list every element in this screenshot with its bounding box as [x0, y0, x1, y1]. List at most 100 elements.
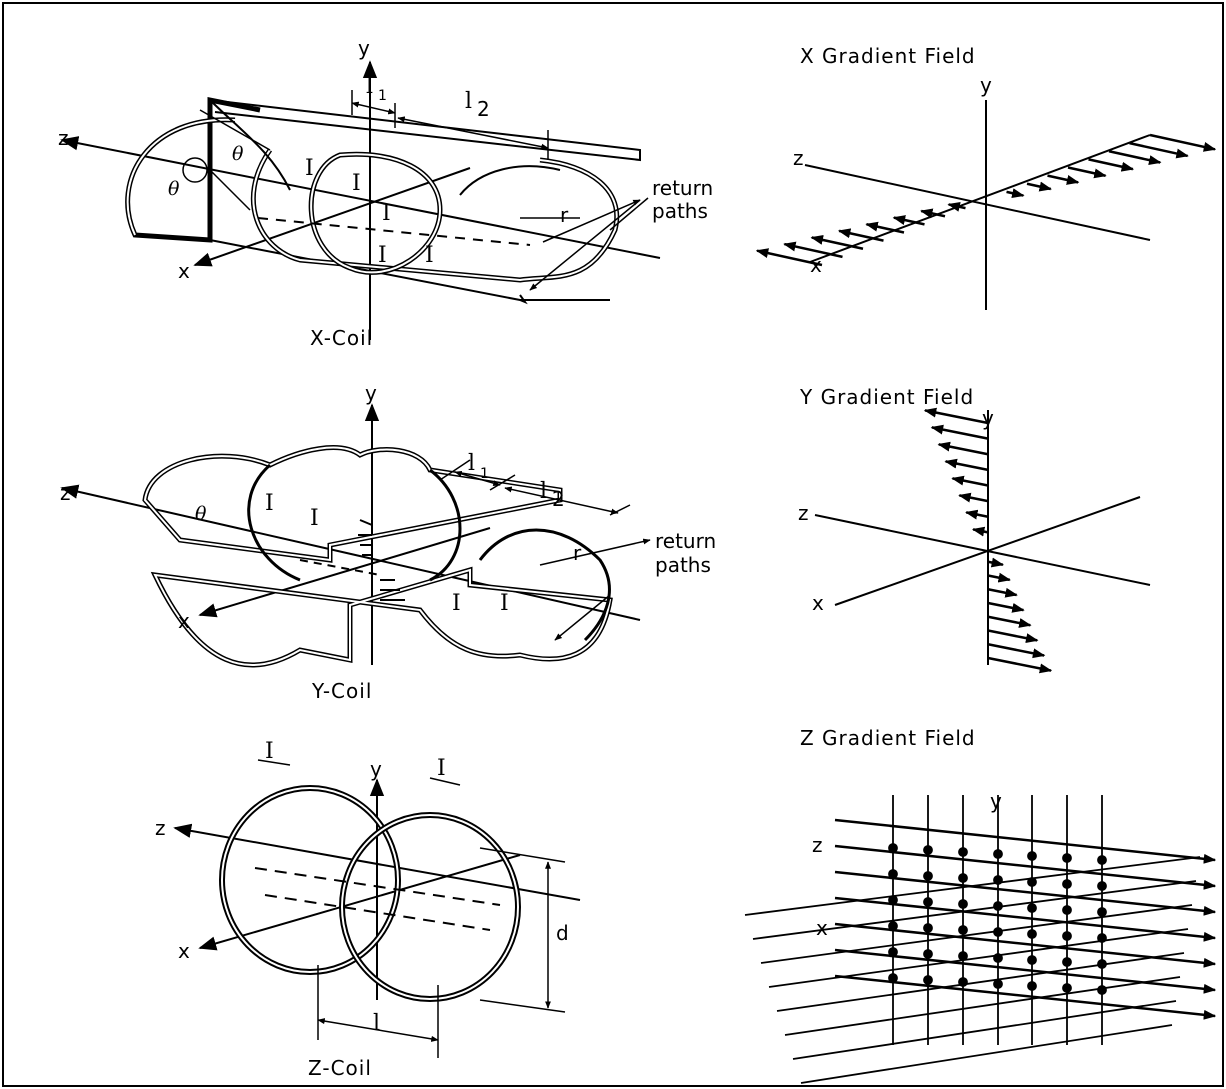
z-coil-d-label: d: [556, 921, 569, 945]
x-coil-theta-1: θ: [232, 143, 244, 165]
x-field-arrow: [1006, 188, 1025, 199]
y-field-axis-y-label: y: [982, 406, 994, 430]
y-field-arrow: [987, 643, 1046, 659]
y-field-arrow: [958, 492, 989, 503]
y-coil-r-label: r: [573, 541, 582, 565]
x-coil-l1-sub: 1: [378, 88, 387, 104]
y-coil-return-label-line1: return: [655, 529, 716, 553]
z-field-dot: [1062, 983, 1072, 993]
x-field-arrow: [1088, 158, 1135, 172]
z-field-dot: [1062, 905, 1072, 915]
y-field-arrow: [987, 629, 1039, 644]
z-field-arrow-line: [834, 948, 1217, 994]
z-coil-axis-z-label: z: [155, 816, 166, 840]
x-field-arrow: [810, 235, 864, 250]
z-field-dot: [1062, 957, 1072, 967]
x-field-arrow: [783, 241, 843, 259]
y-coil-current-1: I: [265, 491, 274, 516]
z-field-arrow-line: [834, 818, 1217, 864]
z-field-dot: [923, 949, 933, 959]
x-field-arrow: [892, 215, 925, 226]
z-field-dot: [958, 899, 968, 909]
z-field-grid-line: [800, 1024, 1173, 1084]
x-coil-return-label-line2: paths: [652, 199, 708, 223]
x-field-arrow: [947, 201, 966, 212]
z-coil-caption: Z-Coil: [308, 1056, 372, 1080]
y-field-diagram: [814, 407, 1151, 674]
y-coil-l2-label: l: [540, 479, 547, 504]
z-field-dot: [1097, 933, 1107, 943]
z-field-dot: [888, 869, 898, 879]
z-field-dot: [1097, 855, 1107, 865]
z-field-dot: [993, 927, 1003, 937]
z-field-dot: [1027, 955, 1037, 965]
z-coil-current-right: I: [437, 756, 446, 781]
z-field-dot: [993, 979, 1003, 989]
y-coil-axis-y-label: y: [365, 381, 377, 405]
z-field-dot: [923, 845, 933, 855]
z-coil-x-axis: [198, 854, 521, 951]
z-field-dot: [923, 871, 933, 881]
x-coil-diagram: [60, 60, 661, 340]
y-field-axis-x-label: x: [812, 591, 824, 615]
z-field-dot: [958, 925, 968, 935]
y-coil-z-axis: [60, 484, 641, 621]
x-coil-theta-2: θ: [168, 178, 180, 200]
z-coil-diagram: [173, 759, 581, 1058]
z-field-grid-line: [792, 1000, 1177, 1060]
z-field-dot: [1027, 929, 1037, 939]
z-field-dot: [1027, 851, 1037, 861]
z-coil-l-label: l: [373, 1011, 380, 1036]
x-coil-axis-z-label: z: [58, 126, 69, 150]
z-field-dot: [1062, 853, 1072, 863]
x-coil-x-axis: [193, 167, 471, 267]
y-field-arrow: [987, 601, 1025, 613]
x-coil-l2-label: l: [465, 89, 472, 114]
y-field-arrow: [937, 441, 989, 456]
x-field-title: X Gradient Field: [800, 44, 976, 68]
z-field-axis-x-label: x: [816, 916, 828, 940]
z-field-grid-line: [784, 976, 1181, 1036]
y-coil-caption: Y-Coil: [311, 679, 372, 703]
x-field-arrow: [1149, 133, 1217, 152]
y-coil-l2-sub: 2: [552, 487, 565, 511]
x-coil-current-5: I: [425, 243, 434, 268]
z-field-dot: [888, 921, 898, 931]
x-field-arrow: [1108, 150, 1162, 165]
z-field-dot: [923, 975, 933, 985]
z-coil-labels: y z x I I d l Z-Coil: [155, 739, 569, 1080]
z-field-dot: [993, 953, 1003, 963]
x-field-diagram: [755, 100, 1217, 310]
z-field-dot: [1097, 907, 1107, 917]
y-coil-theta: θ: [195, 503, 207, 525]
x-coil-labels: y z x θ θ l 1 l 2 r return paths I I I I…: [58, 36, 713, 350]
x-field-arrow: [837, 228, 884, 242]
z-field-dot: [958, 847, 968, 857]
x-field-arrow: [1129, 141, 1189, 159]
x-field-arrow: [1026, 181, 1052, 192]
z-field-dot: [888, 895, 898, 905]
y-coil-labels: y z x θ l 1 l 2 r return paths I I I I Y…: [60, 381, 716, 703]
z-field-arrow-line: [834, 896, 1217, 942]
z-field-dot: [958, 977, 968, 987]
y-field-arrow: [944, 458, 989, 472]
z-coil-axis-y-label: y: [370, 757, 382, 781]
x-coil-current-1: I: [305, 156, 314, 181]
y-field-arrow: [923, 407, 989, 425]
z-coil-axis-x-label: x: [178, 939, 190, 963]
z-field-grid-line: [760, 904, 1193, 964]
x-coil-caption: X-Coil: [310, 326, 373, 350]
z-field-dot: [1027, 903, 1037, 913]
z-field-labels: Z Gradient Field y z x: [800, 726, 1002, 940]
x-field-axis-y-label: y: [980, 73, 992, 97]
z-field-dot: [1062, 931, 1072, 941]
z-field-dot: [888, 843, 898, 853]
z-field-dot: [1062, 879, 1072, 889]
y-coil-x-axis: [198, 527, 491, 618]
z-field-axis-y-label: y: [990, 789, 1002, 813]
z-field-dot: [958, 873, 968, 883]
y-field-arrow: [930, 424, 989, 440]
z-field-dot: [1097, 959, 1107, 969]
y-field-arrow: [965, 509, 989, 520]
x-field-axis-z-label: z: [793, 146, 804, 170]
